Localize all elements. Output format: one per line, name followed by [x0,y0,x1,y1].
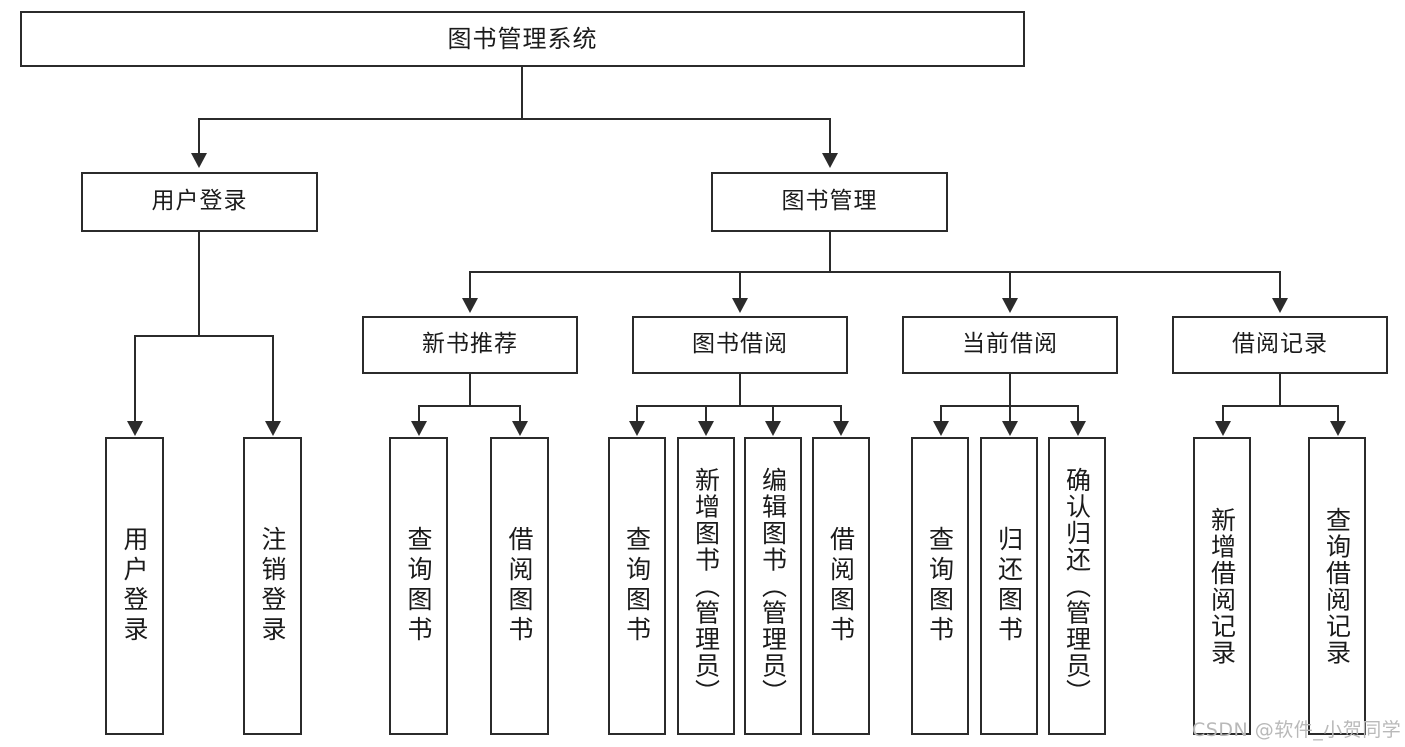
connector-cb-to-leaf-1 [940,405,942,422]
arrow-cb-to-leaf-1 [933,421,949,436]
connector-nbr-to-leaf-1 [418,405,420,422]
node-borrow-record-label: 借阅记录 [1232,331,1328,358]
leaf-borrow-book-1-label: 借阅图书 [505,526,534,646]
leaf-add-book-label: 新增图书（管理员） [691,466,721,706]
node-book-borrow-label: 图书借阅 [692,331,788,358]
leaf-query-book-1[interactable]: 查询图书 [389,437,448,735]
leaf-query-book-3-label: 查询图书 [925,526,955,646]
leaf-confirm-return-label: 确认归还（管理员） [1062,466,1092,706]
arrow-bm-to-borrow-record [1272,298,1288,313]
leaf-query-book-2[interactable]: 查询图书 [608,437,666,735]
leaf-query-record-label: 查询借阅记录 [1322,506,1352,666]
connector-bb-to-leaf-3 [772,405,774,422]
csdn-watermark: CSDN @软件_小贺同学 [1192,719,1402,741]
node-root-label: 图书管理系统 [447,24,598,53]
leaf-logout-login-label: 注销登录 [258,526,287,646]
node-new-book-recommend-label: 新书推荐 [422,331,518,358]
connector-root-bar [198,118,830,120]
connector-br-to-leaf-1 [1222,405,1224,422]
leaf-borrow-book-2[interactable]: 借阅图书 [812,437,870,735]
connector-root-stem [521,67,523,118]
arrow-cb-to-leaf-2 [1002,421,1018,436]
arrow-bb-to-leaf-4 [833,421,849,436]
leaf-return-book[interactable]: 归还图书 [980,437,1038,735]
node-book-management-label: 图书管理 [781,188,878,215]
leaf-confirm-return[interactable]: 确认归还（管理员） [1048,437,1106,735]
leaf-user-login-label: 用户登录 [120,526,149,646]
node-book-management[interactable]: 图书管理 [711,172,948,232]
leaf-borrow-book-1[interactable]: 借阅图书 [490,437,549,735]
connector-bm-to-new-book [469,271,471,299]
leaf-add-record-label: 新增借阅记录 [1207,506,1237,666]
leaf-add-book[interactable]: 新增图书（管理员） [677,437,735,735]
arrow-bm-to-new-book [462,298,478,313]
node-current-borrow-label: 当前借阅 [962,331,1058,358]
connector-bm-to-borrow-record [1279,271,1281,299]
connector-user-login-bar [134,335,274,337]
leaf-query-book-1-label: 查询图书 [404,526,433,646]
leaf-add-record[interactable]: 新增借阅记录 [1193,437,1251,735]
node-user-login[interactable]: 用户登录 [81,172,318,232]
leaf-edit-book-label: 编辑图书（管理员） [758,466,788,706]
arrow-bb-to-leaf-3 [765,421,781,436]
connector-nbr-stem [469,374,471,406]
leaf-logout-login[interactable]: 注销登录 [243,437,302,735]
arrow-root-to-book-management [822,153,838,168]
connector-root-to-user-login [198,118,200,153]
arrow-bm-to-book-borrow [732,298,748,313]
connector-bb-bar [636,405,841,407]
arrow-cb-to-leaf-3 [1070,421,1086,436]
leaf-return-book-label: 归还图书 [994,526,1024,646]
arrow-bb-to-leaf-1 [629,421,645,436]
connector-bb-to-leaf-2 [705,405,707,422]
connector-br-to-leaf-2 [1337,405,1339,422]
leaf-query-book-2-label: 查询图书 [622,526,652,646]
connector-cb-stem [1009,374,1011,406]
connector-cb-to-leaf-3 [1077,405,1079,422]
arrow-user-login-to-leaf-1 [127,421,143,436]
connector-nbr-to-leaf-2 [519,405,521,422]
connector-book-management-stem [829,232,831,272]
connector-cb-to-leaf-2 [1009,405,1011,422]
arrow-nbr-to-leaf-1 [411,421,427,436]
connector-br-stem [1279,374,1281,406]
connector-bb-to-leaf-1 [636,405,638,422]
leaf-query-record[interactable]: 查询借阅记录 [1308,437,1366,735]
arrow-bm-to-current-borrow [1002,298,1018,313]
connector-bb-stem [739,374,741,406]
arrow-nbr-to-leaf-2 [512,421,528,436]
connector-user-login-to-leaf-1 [134,335,136,422]
connector-br-bar [1222,405,1339,407]
node-current-borrow[interactable]: 当前借阅 [902,316,1118,374]
connector-bb-to-leaf-4 [840,405,842,422]
connector-nbr-bar [418,405,521,407]
arrow-br-to-leaf-1 [1215,421,1231,436]
node-book-borrow[interactable]: 图书借阅 [632,316,848,374]
arrow-bb-to-leaf-2 [698,421,714,436]
leaf-edit-book[interactable]: 编辑图书（管理员） [744,437,802,735]
connector-root-to-book-management [829,118,831,153]
arrow-br-to-leaf-2 [1330,421,1346,436]
node-borrow-record[interactable]: 借阅记录 [1172,316,1388,374]
connector-user-login-stem [198,232,200,336]
connector-user-login-to-leaf-2 [272,335,274,422]
node-user-login-label: 用户登录 [151,188,248,215]
connector-bm-to-current-borrow [1009,271,1011,299]
leaf-query-book-3[interactable]: 查询图书 [911,437,969,735]
connector-bm-to-book-borrow [739,271,741,299]
leaf-user-login[interactable]: 用户登录 [105,437,164,735]
arrow-root-to-user-login [191,153,207,168]
node-new-book-recommend[interactable]: 新书推荐 [362,316,578,374]
node-root[interactable]: 图书管理系统 [20,11,1025,67]
connector-book-management-bar [469,271,1280,273]
arrow-user-login-to-leaf-2 [265,421,281,436]
leaf-borrow-book-2-label: 借阅图书 [826,526,856,646]
